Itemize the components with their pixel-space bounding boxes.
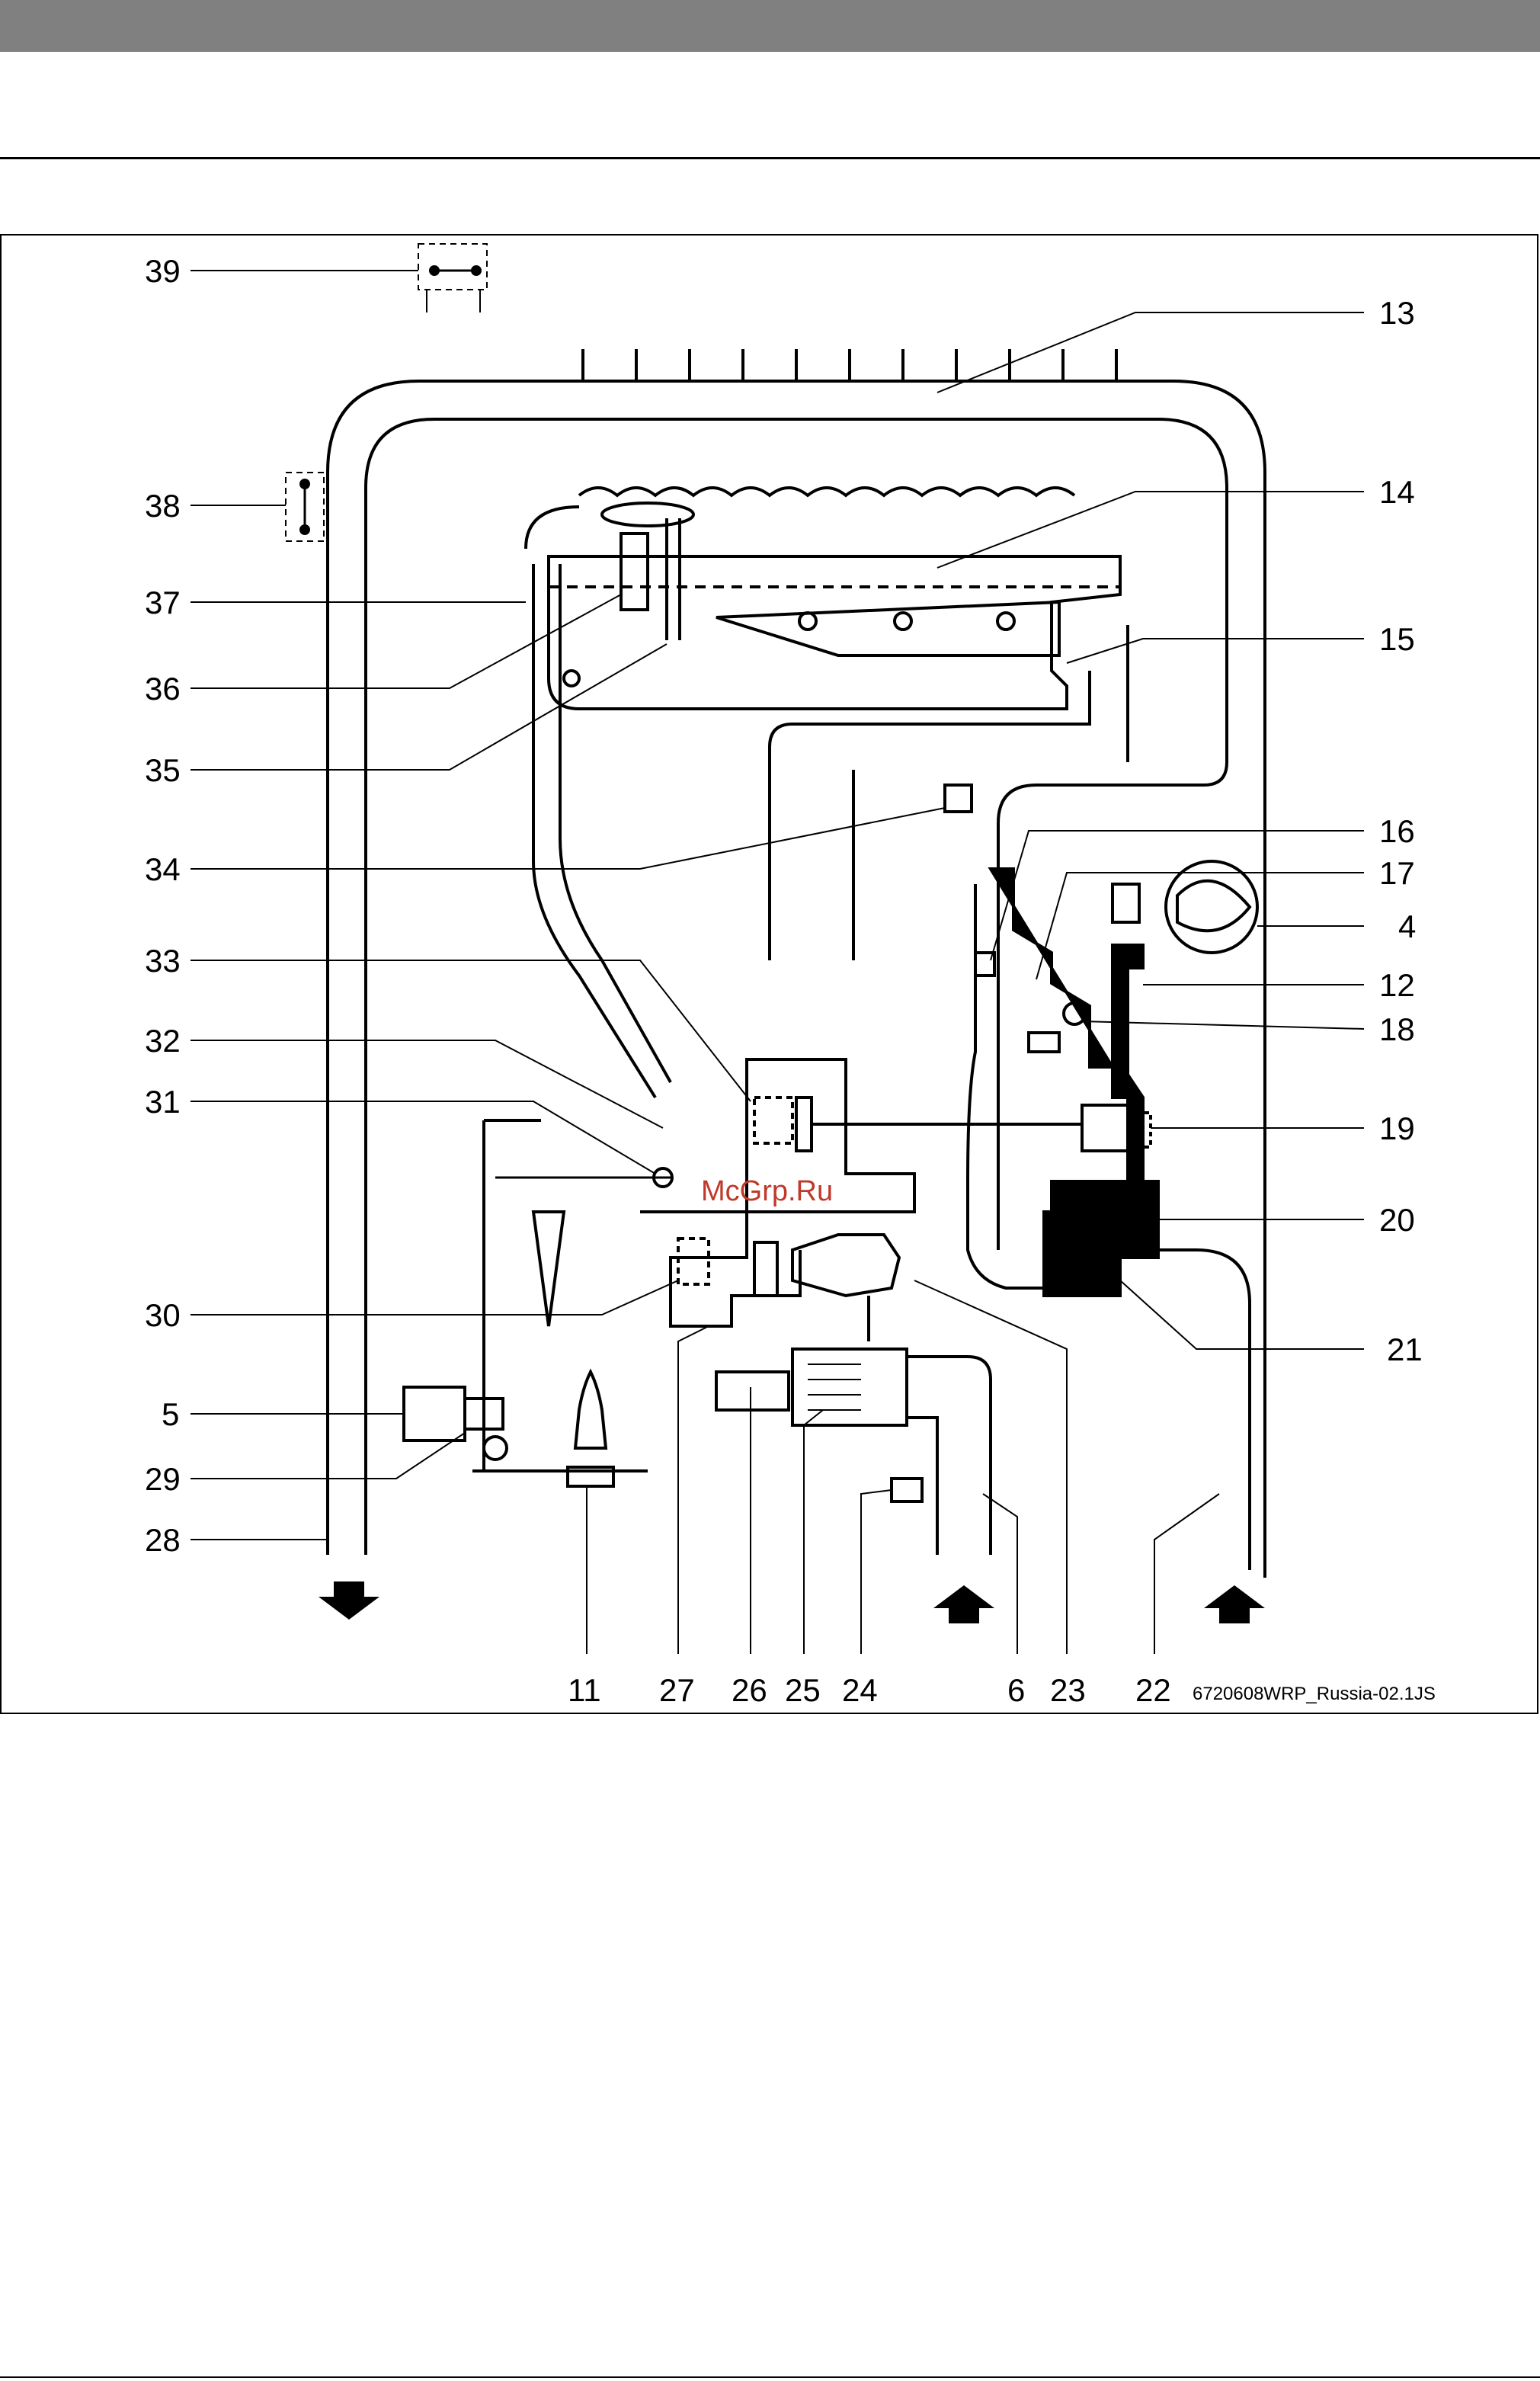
callout-39: 39: [145, 253, 181, 289]
callout-37: 37: [145, 585, 181, 620]
watermark: McGrp.Ru: [701, 1175, 833, 1207]
callout-5: 5: [162, 1396, 179, 1432]
cold-water-inlet: [937, 1425, 991, 1555]
piezo-igniter: [575, 1372, 606, 1448]
water-regulator-12: [991, 869, 1158, 1296]
callout-25: 25: [785, 1672, 821, 1708]
temperature-knob: [1166, 861, 1257, 953]
callout-20: 20: [1379, 1202, 1415, 1238]
callout-12: 12: [1379, 967, 1415, 1003]
callout-4: 4: [1398, 908, 1416, 944]
water-selector-23: [792, 1235, 899, 1296]
callout-33: 33: [145, 943, 181, 979]
callout-14: 14: [1379, 474, 1415, 510]
callout-34: 34: [145, 851, 181, 887]
flue-sensor: [945, 785, 972, 812]
water-valve-body: [792, 1349, 907, 1425]
heat-exchanger-fins: [583, 349, 1116, 381]
callout-38: 38: [145, 488, 181, 524]
burner-flames: [579, 488, 1074, 495]
callout-26: 26: [732, 1672, 767, 1708]
pilot-gas-tube: [526, 507, 655, 1098]
pilot-burner: [621, 534, 648, 610]
callout-28: 28: [145, 1522, 181, 1558]
callout-21: 21: [1387, 1332, 1423, 1367]
callout-35: 35: [145, 752, 181, 788]
callout-36: 36: [145, 671, 181, 707]
hot-water-outlet: [1158, 1250, 1250, 1570]
callout-23: 23: [1050, 1672, 1086, 1708]
callout-16: 16: [1379, 813, 1415, 849]
callout-30: 30: [145, 1297, 181, 1333]
callout-32: 32: [145, 1023, 181, 1059]
callout-19: 19: [1379, 1110, 1415, 1146]
callout-27: 27: [659, 1672, 695, 1708]
flue-duct: [770, 671, 1090, 960]
callout-24: 24: [842, 1672, 878, 1708]
burner-body: [549, 556, 1120, 709]
callout-18: 18: [1379, 1011, 1415, 1047]
arrow-down-icon: [319, 1581, 379, 1620]
gas-inlet-5: [404, 1387, 465, 1440]
callout-17: 17: [1379, 855, 1415, 891]
arrow-up-icon: [1204, 1585, 1265, 1623]
arrow-up-icon: [933, 1585, 994, 1623]
callout-22: 22: [1135, 1672, 1171, 1708]
drain-plug-24: [892, 1479, 922, 1501]
water-valve-26: [716, 1372, 789, 1410]
water-filter-25: [808, 1364, 861, 1410]
callout-29: 29: [145, 1461, 181, 1497]
callout-31: 31: [145, 1084, 181, 1120]
figure-code: 6720608WRP_Russia-02.1JS: [1193, 1684, 1436, 1704]
heat-exchanger-inner: [366, 419, 1227, 1555]
callout-11: 11: [568, 1672, 601, 1708]
callout-15: 15: [1379, 621, 1415, 657]
callout-13: 13: [1379, 295, 1415, 331]
callout-6: 6: [1007, 1672, 1025, 1708]
